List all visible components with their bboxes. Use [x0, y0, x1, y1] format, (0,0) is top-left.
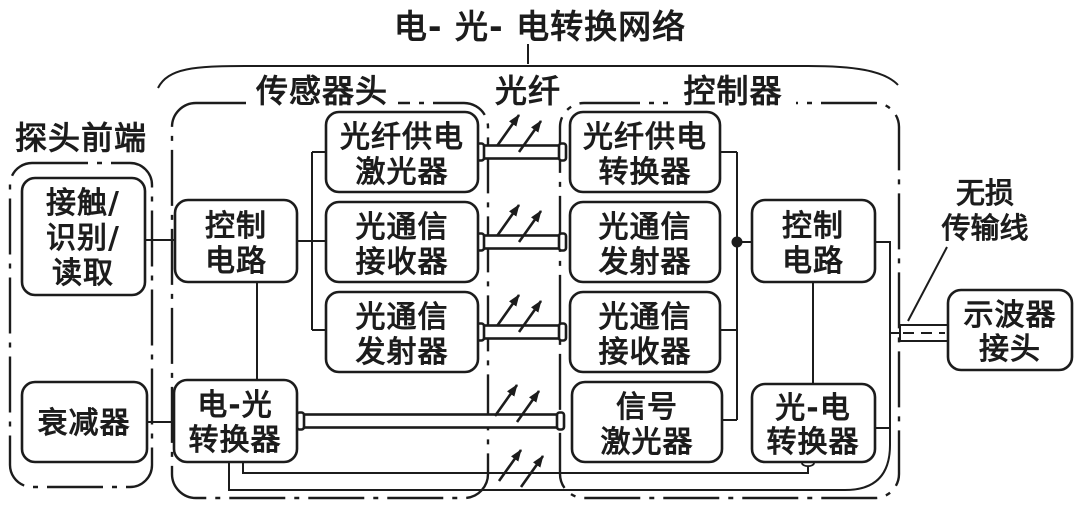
block-label: 示波器 — [964, 298, 1057, 333]
block-fiber-power-laser: 光纤供电 激光器 — [324, 110, 480, 194]
block-label: 接收器 — [356, 245, 449, 280]
block-label: 激光器 — [356, 155, 449, 190]
block-label: 转换器 — [599, 155, 692, 190]
block-label: 光通信 — [599, 210, 692, 245]
block-signal-laser: 信号 激光器 — [570, 380, 724, 464]
block-label: 转换器 — [767, 425, 860, 460]
block-label: 电路 — [782, 244, 844, 279]
block-optical-comm-receiver-right: 光通信 接收器 — [568, 290, 722, 374]
block-label: 电路 — [205, 244, 267, 279]
label-controller: 控制器 — [683, 72, 782, 110]
label-lossless-line-1: 无损 — [956, 176, 1014, 210]
block-label: 发射器 — [355, 335, 449, 370]
block-label: 接头 — [979, 332, 1041, 367]
block-label: 光-电 — [775, 391, 850, 426]
fiber-cable-icon — [475, 142, 568, 162]
junction-dot — [731, 236, 743, 248]
block-label: 接触/ — [46, 186, 120, 221]
fiber-arrows-icon — [499, 450, 543, 487]
block-label: 转换器 — [189, 423, 282, 458]
block-label: 识别/ — [46, 221, 120, 256]
block-label: 读取 — [52, 256, 114, 291]
block-label: 光通信 — [356, 300, 449, 335]
block-label: 衰减器 — [38, 406, 131, 441]
brace — [157, 65, 899, 89]
block-attenuator: 衰减器 — [20, 380, 149, 464]
block-control-circuit-right: 控制 电路 — [750, 198, 877, 284]
fiber-cable-icon — [475, 322, 568, 342]
figure-title: 电- 光- 电转换网络 — [394, 7, 686, 46]
block-label: 控制 — [782, 209, 844, 244]
block-label: 光通信 — [356, 210, 449, 245]
label-background — [246, 74, 398, 108]
block-label: 发射器 — [598, 245, 692, 280]
block-optical-comm-receiver-left: 光通信 接收器 — [324, 200, 480, 284]
block-control-circuit-left: 控制 电路 — [173, 198, 299, 284]
block-optical-comm-transmitter-right: 光通信 发射器 — [568, 200, 722, 284]
fiber-cable-icon — [295, 411, 566, 431]
transmission-line-icon — [899, 324, 949, 342]
block-opto-electric-converter: 光-电 转换器 — [750, 382, 877, 464]
fiber-cable-icon — [475, 232, 568, 252]
probe-front-container — [8, 161, 154, 489]
block-oscilloscope-connector: 示波器 接头 — [946, 288, 1074, 372]
label-background — [668, 74, 796, 108]
block-label: 电-光 — [197, 388, 272, 423]
leader-line — [907, 246, 948, 322]
block-label: 光通信 — [599, 300, 692, 335]
block-optical-comm-transmitter-left: 光通信 发射器 — [324, 290, 480, 374]
block-label: 控制 — [205, 209, 267, 244]
block-label: 接收器 — [599, 335, 692, 370]
label-optical-fiber: 光纤 — [495, 72, 561, 110]
block-label: 激光器 — [601, 425, 694, 460]
block-label: 光纤供电 — [583, 120, 707, 155]
block-fiber-power-converter: 光纤供电 转换器 — [568, 110, 722, 194]
label-probe-front: 探头前端 — [15, 119, 147, 157]
block-label: 光纤供电 — [340, 120, 464, 155]
label-lossless-line-2: 传输线 — [940, 211, 1028, 245]
block-electro-optic-converter: 电-光 转换器 — [172, 378, 299, 464]
block-touch-identify-read: 接触/ 识别/ 读取 — [20, 176, 147, 297]
label-sensor-head: 传感器头 — [255, 72, 388, 110]
block-label: 信号 — [616, 390, 678, 425]
